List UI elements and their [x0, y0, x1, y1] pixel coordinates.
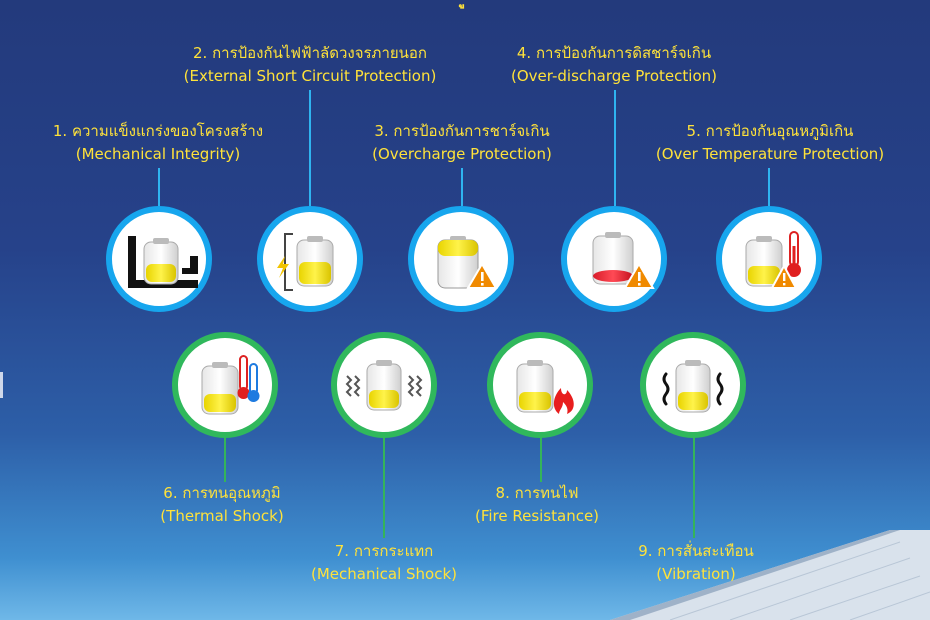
overcharge-icon [437, 236, 498, 289]
left-edge-mark [0, 372, 3, 398]
item-label-4: 4. การป้องกันการดิสชาร์จเกิน (Over-disch… [511, 42, 717, 88]
title-fragment: ู [456, 0, 474, 8]
item-thai-1: 1. ความแข็งแกร่งของโครงสร้าง [52, 122, 264, 140]
connector-line-4 [614, 90, 616, 206]
item-label-7: 7. การกระแทก (Mechanical Shock) [311, 540, 457, 586]
icon-circle-3 [408, 206, 514, 312]
item-thai-5: 5. การป้องกันอุณหภูมิเกิน [686, 122, 854, 140]
item-en-4: (Over-discharge Protection) [511, 67, 717, 85]
item-label-6: 6. การทนอุณหภูมิ (Thermal Shock) [160, 482, 283, 528]
connector-line-2 [309, 90, 311, 206]
icon-circle-7 [331, 332, 437, 438]
icon-circle-1 [106, 206, 212, 312]
item-en-8: (Fire Resistance) [474, 507, 600, 525]
icon-circle-9 [640, 332, 746, 438]
item-label-2: 2. การป้องกันไฟฟ้าลัดวงจรภายนอก (Externa… [184, 42, 437, 88]
item-thai-7: 7. การกระแทก [334, 542, 434, 560]
vibration-icon [662, 360, 724, 413]
item-thai-8: 8. การทนไฟ [495, 484, 579, 502]
over-temperature-icon [745, 231, 801, 289]
mechanical-shock-icon [345, 360, 423, 411]
connector-line-1 [158, 168, 160, 206]
building-roof-image [610, 530, 930, 620]
item-label-1: 1. ความแข็งแกร่งของโครงสร้าง (Mechanical… [53, 120, 263, 166]
icon-circle-2 [257, 206, 363, 312]
item-thai-3: 3. การป้องกันการชาร์จเกิน [374, 122, 550, 140]
item-thai-2: 2. การป้องกันไฟฟ้าลัดวงจรภายนอก [192, 44, 428, 62]
icon-circle-6 [172, 332, 278, 438]
icon-circle-4 [561, 206, 667, 312]
item-label-3: 3. การป้องกันการชาร์จเกิน (Overcharge Pr… [372, 120, 552, 166]
item-en-7: (Mechanical Shock) [310, 565, 458, 583]
icon-circle-8 [487, 332, 593, 438]
connector-line-8 [540, 436, 542, 482]
item-thai-6: 6. การทนอุณหภูมิ [163, 484, 281, 502]
item-en-1: (Mechanical Integrity) [75, 145, 241, 163]
connector-line-9 [693, 436, 695, 538]
item-en-9: (Vibration) [656, 565, 736, 583]
icon-circle-5 [716, 206, 822, 312]
connector-line-7 [383, 436, 385, 538]
short-circuit-icon [277, 233, 334, 291]
item-en-2: (External Short Circuit Protection) [183, 67, 437, 85]
item-label-8: 8. การทนไฟ (Fire Resistance) [475, 482, 599, 528]
connector-line-6 [224, 436, 226, 482]
item-label-9: 9. การสั่นสะเทือน (Vibration) [638, 540, 754, 586]
thermal-shock-icon [201, 355, 260, 415]
fire-resistance-icon [516, 360, 574, 414]
item-thai-9: 9. การสั่นสะเทือน [638, 542, 754, 560]
item-en-5: (Over Temperature Protection) [655, 145, 885, 163]
item-en-6: (Thermal Shock) [160, 507, 284, 525]
item-label-5: 5. การป้องกันอุณหภูมิเกิน (Over Temperat… [656, 120, 884, 166]
over-discharge-icon [592, 232, 655, 289]
connector-line-3 [461, 168, 463, 206]
item-thai-4: 4. การป้องกันการดิสชาร์จเกิน [516, 44, 712, 62]
mechanical-integrity-icon [128, 236, 198, 288]
item-en-3: (Overcharge Protection) [372, 145, 552, 163]
connector-line-5 [768, 168, 770, 206]
